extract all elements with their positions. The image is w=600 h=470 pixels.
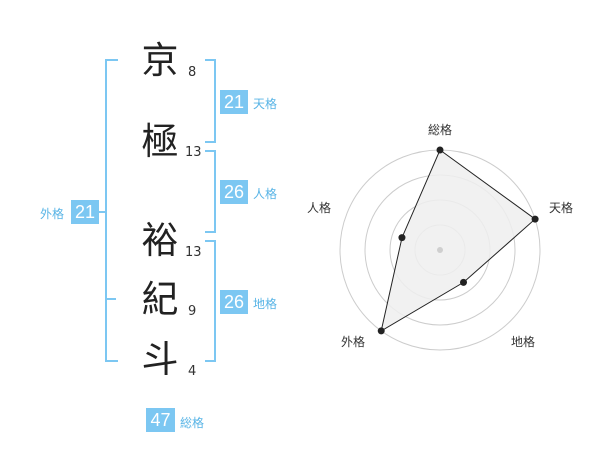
chikaku-value: 26 [220,290,248,314]
radar-point-5 [398,234,406,242]
radar-point-4 [377,327,385,335]
chikaku-bracket [205,240,216,362]
gaikaku-bracket [105,59,118,362]
name-char-4: 紀 [141,278,179,321]
radar-label-chikaku: 地格 [511,335,536,349]
gaikaku-label: 外格 [40,207,65,221]
radar-label-jinkaku: 人格 [307,201,332,215]
tenkaku-bracket [205,59,216,143]
name-char-5: 斗 [141,338,179,381]
gaikaku-bracket-connector [97,211,105,213]
jinkaku-value: 26 [220,180,248,204]
stroke-count-2: 13 [185,145,202,160]
stroke-count-1: 8 [188,65,197,80]
soukaku-label: 総格 [180,416,205,430]
jinkaku-bracket [205,150,216,233]
stroke-count-3: 13 [185,245,202,260]
tenkaku-value: 21 [220,90,248,114]
radar-point-1 [436,146,444,154]
radar-label-gaikaku: 外格 [341,335,366,349]
name-char-2: 極 [141,120,179,163]
gaikaku-value: 21 [71,200,99,224]
name-char-3: 裕 [141,219,179,262]
soukaku-value: 47 [146,408,175,432]
name-char-1: 京 [141,39,179,82]
radar-label-tenkaku: 天格 [549,201,574,215]
tenkaku-label: 天格 [253,97,278,111]
gaikaku-bracket-tick [105,298,116,300]
radar-center-dot [437,247,443,253]
jinkaku-label: 人格 [253,187,278,201]
radar-point-3 [460,278,468,286]
chikaku-label: 地格 [253,297,278,311]
radar-label-soukaku: 総格 [428,123,453,137]
stroke-count-5: 4 [188,364,197,379]
stroke-count-4: 9 [188,304,197,319]
radar-point-2 [531,215,539,223]
radar-area [380,149,536,332]
